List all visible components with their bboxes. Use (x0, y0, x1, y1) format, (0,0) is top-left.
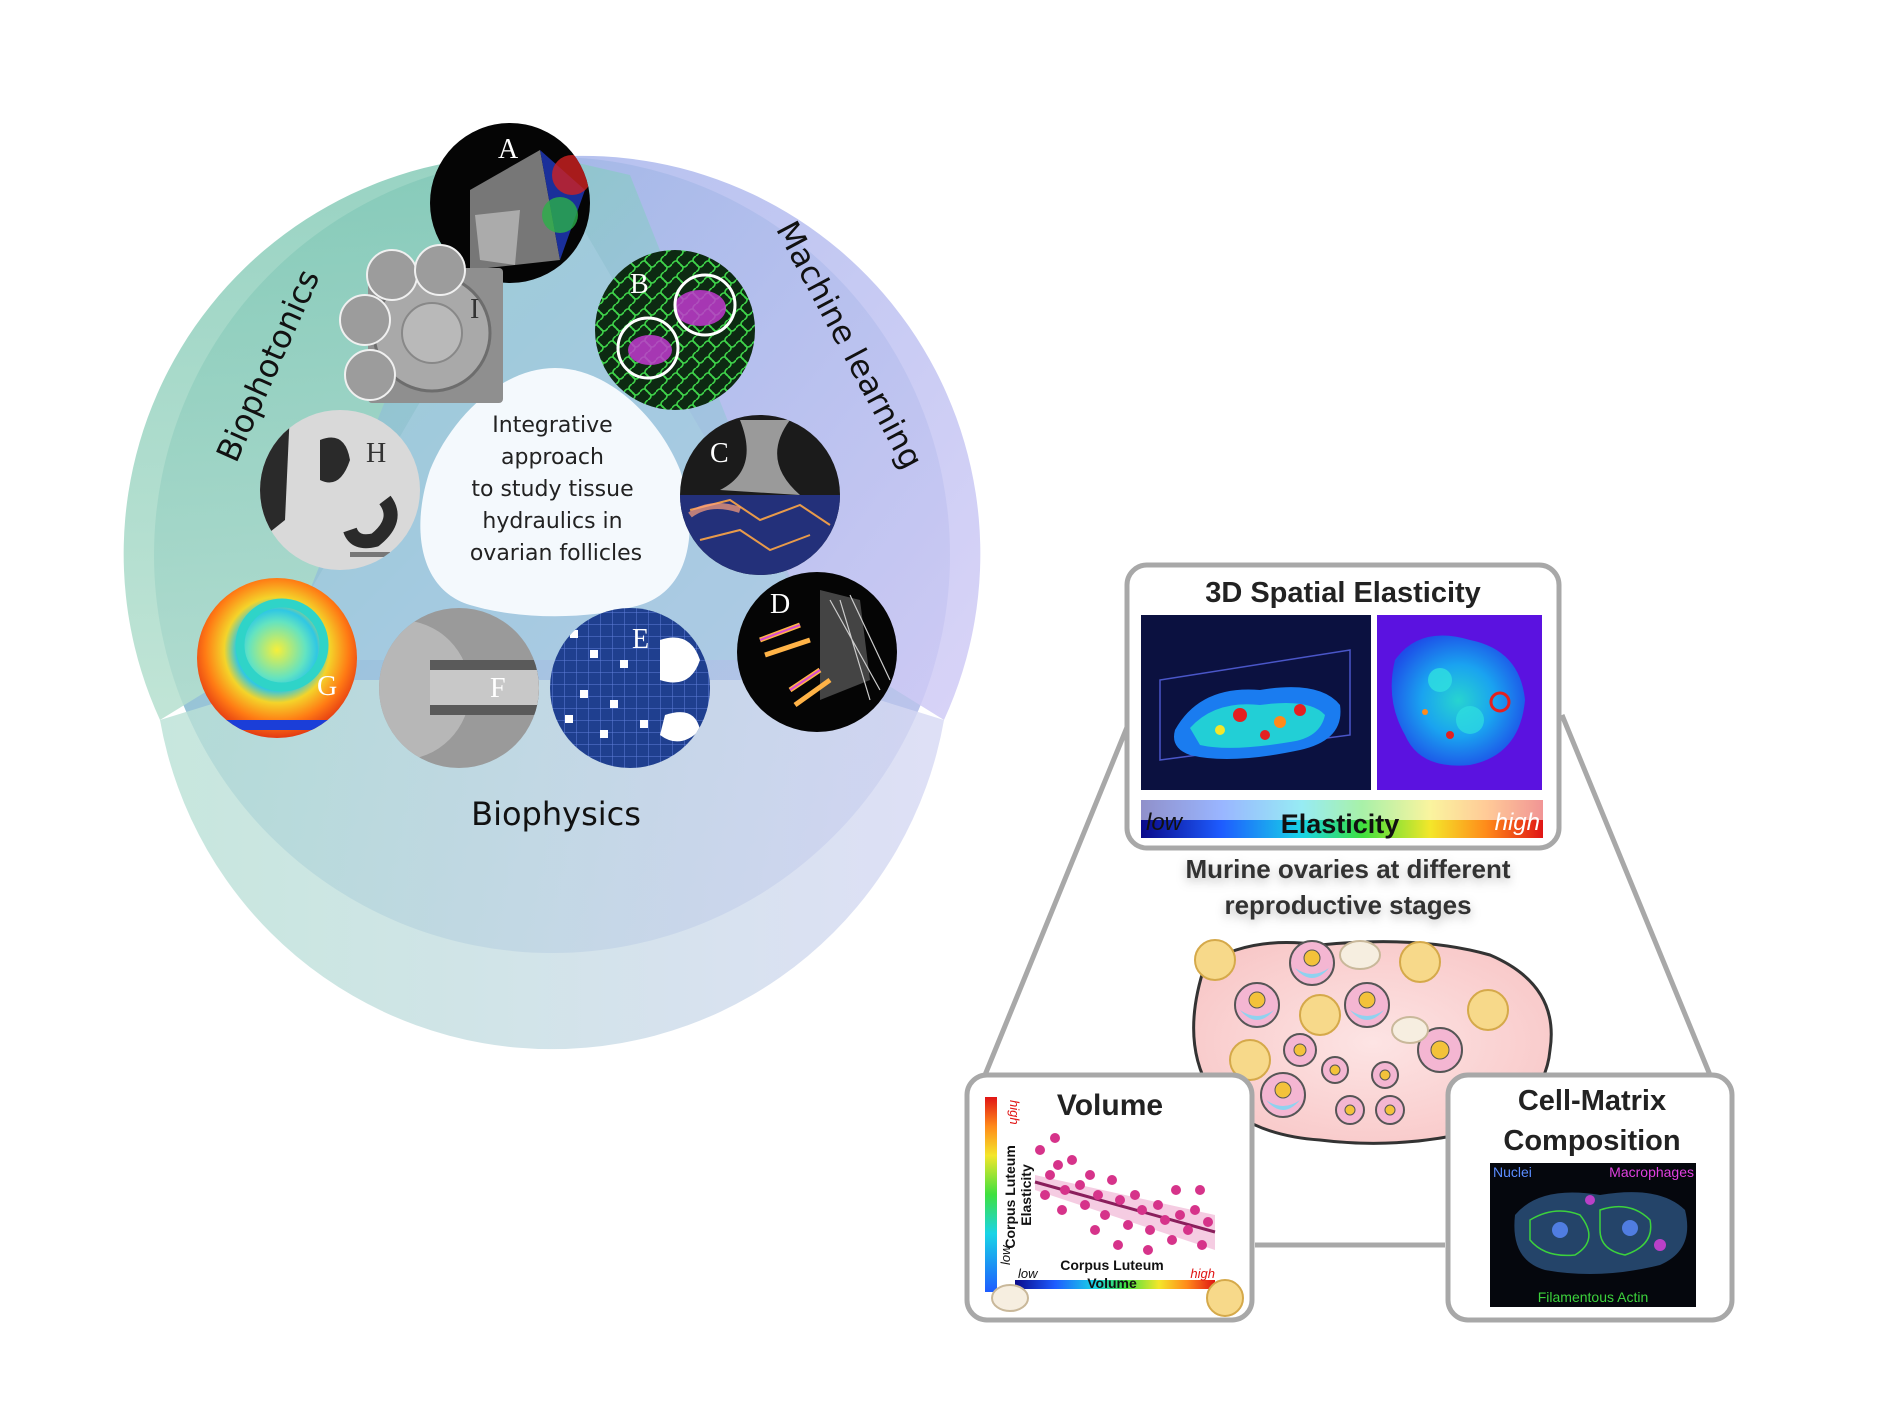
volume-scatter-point (1053, 1160, 1063, 1170)
panel-g-image (197, 578, 357, 738)
center-text: Integrative approach to study tissue hyd… (470, 413, 642, 566)
volume-scatter-point (1085, 1170, 1095, 1180)
volume-scatter-point (1197, 1240, 1207, 1250)
volume-high-cl-icon (1206, 1279, 1244, 1317)
panel-h-image (260, 410, 420, 570)
volume-scatter-point (1175, 1210, 1185, 1220)
elasticity-scale-high: high (1495, 809, 1540, 836)
volume-scatter-point (1067, 1155, 1077, 1165)
elasticity-3d-image (1141, 615, 1371, 790)
volume-scatter-point (1090, 1225, 1100, 1235)
volume-x-low: low (1018, 1266, 1039, 1281)
volume-panel: Volume high low Corpus Luteum Elasticity… (964, 1072, 1255, 1323)
center-bubble (420, 368, 690, 617)
volume-scatter-point (1143, 1245, 1153, 1255)
panel-c-label: C (710, 438, 729, 469)
volume-scatter-point (1145, 1225, 1155, 1235)
volume-scatter-point (1035, 1145, 1045, 1155)
elasticity-scale-label: Elasticity (1281, 809, 1400, 839)
volume-scatter-point (1203, 1217, 1213, 1227)
volume-scatter-point (1195, 1185, 1205, 1195)
volume-title: Volume (1057, 1089, 1163, 1122)
composition-micrograph (1490, 1163, 1696, 1307)
volume-scatter-point (1160, 1215, 1170, 1225)
composition-label-macrophages: Macrophages (1609, 1164, 1694, 1180)
panel-f-label: F (490, 673, 506, 704)
composition-label-actin: Filamentous Actin (1538, 1289, 1649, 1305)
ovary-caption-line2: reproductive stages (1224, 890, 1471, 920)
panel-c-image (680, 415, 840, 575)
volume-scatter-point (1171, 1185, 1181, 1195)
integrative-wheel: Integrative approach to study tissue hyd… (123, 123, 981, 1050)
volume-scatter-point (1123, 1220, 1133, 1230)
panel-g-label: G (317, 671, 337, 702)
follicle-small (1283, 1033, 1405, 1125)
volume-y-high: high (1007, 1100, 1022, 1125)
elasticity-scale-low: low (1146, 809, 1184, 836)
volume-ylabel: Corpus Luteum Elasticity (1002, 1141, 1034, 1248)
sector-label-biophysics: Biophysics (471, 795, 641, 833)
volume-xlabel-line2: Volume (1087, 1275, 1137, 1291)
volume-scatter-point (1190, 1205, 1200, 1215)
volume-scatter-point (1050, 1133, 1060, 1143)
volume-scatter-point (1057, 1205, 1067, 1215)
volume-scatter-point (1130, 1190, 1140, 1200)
volume-scatter-point (1080, 1200, 1090, 1210)
volume-scatter (1035, 1133, 1213, 1255)
volume-y-low: low (998, 1244, 1013, 1265)
volume-scatter-point (1137, 1205, 1147, 1215)
ovary-caption: Murine ovaries at different reproductive… (1185, 854, 1510, 920)
composition-title-line1: Cell-Matrix (1518, 1085, 1666, 1117)
volume-scatter-point (1113, 1240, 1123, 1250)
schematic-connectors (982, 714, 1713, 1248)
volume-y-colorbar (985, 1097, 997, 1292)
volume-x-high: high (1190, 1266, 1215, 1281)
panel-a-label: A (498, 134, 519, 165)
composition-label-nuclei: Nuclei (1493, 1164, 1532, 1180)
volume-scatter-point (1153, 1200, 1163, 1210)
follicle-antral (1234, 940, 1463, 1118)
volume-scatter-point (1060, 1185, 1070, 1195)
volume-x-colorbar (1015, 1280, 1215, 1289)
regressing-corpus-luteum (1339, 940, 1429, 1044)
panel-f-image (379, 608, 539, 768)
volume-scatter-point (1183, 1225, 1193, 1235)
volume-scatter-point (1167, 1235, 1177, 1245)
volume-scatter-point (1075, 1180, 1085, 1190)
ovary-caption-line1: Murine ovaries at different (1185, 854, 1510, 884)
volume-scatter-point (1107, 1175, 1117, 1185)
volume-low-cl-icon (991, 1284, 1029, 1312)
volume-scatter-point (1040, 1190, 1050, 1200)
panel-d-image (737, 572, 897, 732)
elasticity-title: 3D Spatial Elasticity (1205, 577, 1481, 609)
panel-i-label: I (470, 294, 479, 325)
volume-scatter-point (1115, 1195, 1125, 1205)
panel-b-label: B (630, 269, 649, 300)
composition-title-line2: Composition (1503, 1125, 1680, 1157)
volume-xlabel-line1: Corpus Luteum (1060, 1257, 1163, 1273)
volume-scatter-point (1045, 1170, 1055, 1180)
panel-i-image (339, 244, 503, 403)
panel-h-label: H (366, 438, 386, 469)
volume-scatter-point (1093, 1190, 1103, 1200)
panel-e-image (550, 608, 710, 768)
sector-biophysics (160, 680, 944, 1050)
panel-e-label: E (632, 624, 649, 655)
elasticity-topview-image (1377, 615, 1542, 790)
panel-b-image (595, 250, 755, 410)
composition-panel: Cell-Matrix Composition Nuclei Macrophag… (1445, 1072, 1735, 1323)
elasticity-panel: 3D Spatial Elasticity low Elasticity hig… (1124, 562, 1562, 851)
volume-scatter-point (1100, 1210, 1110, 1220)
panel-d-label: D (770, 589, 790, 620)
